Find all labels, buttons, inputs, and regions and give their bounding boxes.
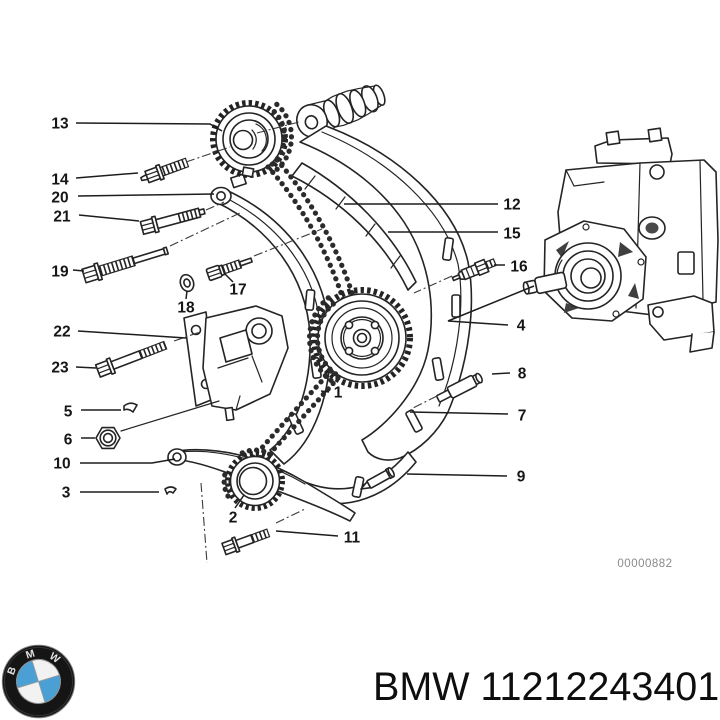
callout-7: 7 <box>518 408 527 425</box>
callout-4: 4 <box>517 318 526 335</box>
assembly-axes <box>120 121 453 564</box>
chain-guide-right <box>299 125 473 461</box>
pump-shaft <box>522 271 568 295</box>
leader-1 <box>320 390 330 393</box>
bolt-17 <box>205 257 253 282</box>
callout-6: 6 <box>64 432 73 449</box>
bolt-19 <box>81 246 170 284</box>
leader-lines <box>72 122 535 537</box>
pin-8 <box>435 372 483 403</box>
callout-1: 1 <box>334 385 343 402</box>
leader-21 <box>78 214 140 222</box>
leader-4 <box>447 285 535 326</box>
callout-22: 22 <box>53 324 70 341</box>
leader-14 <box>75 172 139 179</box>
callout-9: 9 <box>517 469 526 486</box>
callout-17: 17 <box>229 282 246 299</box>
rail-top-bracket <box>229 173 248 189</box>
bolt-21 <box>139 207 206 236</box>
part-number-text: BMW 11212243401 <box>373 665 719 709</box>
bolt-16 <box>451 258 497 282</box>
callout-23: 23 <box>51 360 69 377</box>
callout-20: 20 <box>51 190 68 207</box>
bmw-logo: B M W <box>1 644 76 719</box>
callout-2: 2 <box>229 510 238 527</box>
callout-10: 10 <box>53 456 70 473</box>
callout-12: 12 <box>503 197 520 214</box>
tensioner-stud <box>224 406 235 422</box>
nut-6 <box>95 426 121 450</box>
callout-15: 15 <box>503 226 521 243</box>
drawing-number: 00000882 <box>617 558 672 570</box>
callout-21: 21 <box>53 209 71 226</box>
timing-chain-upper <box>265 101 356 305</box>
leader-11 <box>275 530 339 537</box>
leader-2 <box>234 494 245 509</box>
bolt-23 <box>94 340 168 378</box>
lower-guide-rail <box>167 448 417 522</box>
chain-guide-inner <box>291 162 417 291</box>
callout-13: 13 <box>51 116 69 133</box>
bolt-14 <box>140 157 190 184</box>
leader-23 <box>75 366 97 369</box>
intermediate-sprocket <box>311 287 413 389</box>
leader-18 <box>185 290 188 300</box>
callout-3: 3 <box>62 485 71 502</box>
pin-9 <box>360 466 395 490</box>
clip-5 <box>123 402 138 413</box>
leader-22 <box>77 330 187 339</box>
bmw-letter-m: M <box>24 647 36 661</box>
callout-18: 18 <box>177 300 195 317</box>
injection-pump <box>522 127 719 353</box>
callout-8: 8 <box>518 366 527 383</box>
callout-14: 14 <box>51 172 69 189</box>
leader-10 <box>80 458 176 464</box>
leader-19 <box>72 269 85 272</box>
bolt-11 <box>221 528 271 556</box>
chain-tensioner <box>183 305 289 422</box>
clip-3 <box>164 486 177 495</box>
callout-5: 5 <box>64 404 73 421</box>
leader-17 <box>223 272 234 283</box>
callout-16: 16 <box>510 259 528 276</box>
camshaft-sprocket <box>210 100 288 178</box>
callout-19: 19 <box>51 264 69 281</box>
callouts: 13 14 20 21 19 17 18 22 23 5 6 10 3 2 11… <box>51 116 528 547</box>
leader-20 <box>77 193 215 197</box>
leader-13 <box>75 122 223 132</box>
bmw-letter-b: B <box>5 665 19 677</box>
callout-11: 11 <box>344 530 361 547</box>
leader-8 <box>491 372 511 375</box>
leader-9 <box>406 473 508 477</box>
washer-18 <box>179 273 195 293</box>
leader-7 <box>409 411 509 415</box>
